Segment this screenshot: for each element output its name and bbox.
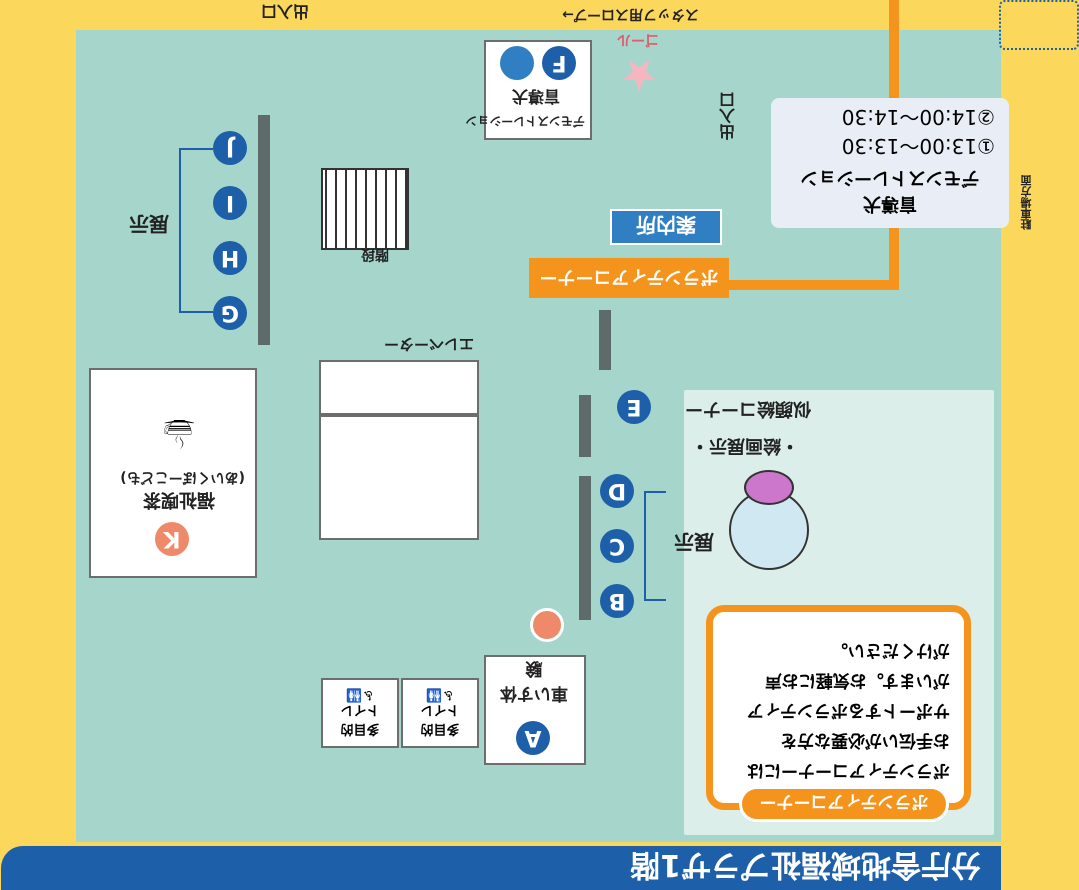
marker-j[interactable]: J [213,131,247,165]
entrance-main[interactable]: 出入口 [260,2,309,21]
exhibit-wall-2 [579,395,591,457]
volunteer-banner-label: ボランティアコーナー [539,266,719,287]
route-arrow-line-h [724,280,899,290]
exhibit-wall [579,476,591,620]
marker-e-label-2: ・絵画展示・ [691,435,799,456]
volunteer-callout: ボランティアコーナーには お手伝いが必要な方を サポートするボランティア がいま… [706,605,971,810]
cafe-sublabel: (あいくぼーこども) [120,469,245,485]
guide-dog-room: F 盲導犬 デモンストレーション [465,40,592,140]
elevator-label: エレベーター [383,335,474,353]
reception-label: 案内所 [636,213,696,238]
exhibit-label-right: 展示 [674,530,714,554]
marker-a[interactable]: A [516,721,550,755]
wheelchair-room: A 車いす体験 [484,655,586,765]
page-title: 分庁舎地域福祉プラザ1階 [630,847,981,882]
slope-label: スタッフ用スロープ→ [562,6,699,22]
marker-i[interactable]: I [213,186,247,220]
cafe-label: 福祉喫茶 [143,489,215,510]
callout-line-5: がけください。 [831,640,950,660]
schedule-title-1: 盲導犬 [863,193,917,214]
wheelchair-icon [530,608,564,642]
callout-line-3: サポートするボランティア [747,700,950,720]
elevator-block [319,360,479,415]
exhibit-label-left: 展示 [129,212,169,236]
stairs [321,168,409,250]
restroom-1: 多目的 トイレ ♿🚻 [401,678,479,748]
restroom-icon: ♿🚻 [426,687,454,702]
cafe-icon: ☕ [161,410,197,456]
marker-b[interactable]: B [600,584,634,618]
entrance-side[interactable]: 出入口 [719,92,738,140]
schedule-title-2: デモンストレーション [800,167,980,188]
marker-g[interactable]: G [213,296,247,330]
bracket-ghij [179,148,213,313]
star-goal-icon: ★ [619,49,659,100]
callout-title-pill: ボランティアコーナー [739,786,949,822]
cafe-room: K 福祉喫茶 (あいくぼーこども) ☕ [89,368,257,578]
parking-direction: 駐車場方面 [1020,175,1033,230]
marker-e-label-1: 似顔絵コーナー [685,398,811,419]
title-banner: 分庁舎地域福祉プラザ1階 [1,846,1001,890]
utensils-icon [999,0,1079,50]
guide-dog-icon [500,46,534,80]
reception-desk[interactable]: 案内所 [610,209,722,245]
restroom-2: 多目的 トイレ ♿🚻 [321,678,399,748]
volunteer-banner[interactable]: ボランティアコーナー [529,258,729,298]
marker-h[interactable]: H [213,241,247,275]
marker-e[interactable]: E [617,390,651,424]
schedule-time-1: ①13:00～13:30 [841,134,995,158]
marker-k[interactable]: K [155,522,189,556]
marker-a-label: 車いす体験 [500,658,568,703]
exhibit-wall-3 [599,310,611,370]
mascot-character [714,460,824,590]
exhibit-wall-left [258,115,270,345]
goal-label: ゴール [617,31,659,47]
schedule-time-2: ②14:00～14:30 [841,105,995,129]
marker-d[interactable]: D [600,474,634,508]
marker-f-label-1: 盲導犬 [511,87,560,106]
guide-dog-schedule: 盲導犬 デモンストレーション ①13:00～13:30 ②14:00～14:30 [771,98,1009,228]
bracket-bcd [644,491,666,601]
restroom-block [319,415,479,540]
stairs-label: 階段 [361,246,389,262]
marker-f-label-2: デモンストレーション [465,114,585,128]
callout-line-2: お手伝いが必要な方を [780,730,950,750]
marker-f[interactable]: F [542,46,576,80]
callout-line-4: がいます。お気軽にお声 [764,670,950,690]
callout-line-1: ボランティアコーナーには [747,760,950,780]
marker-c[interactable]: C [600,529,634,563]
